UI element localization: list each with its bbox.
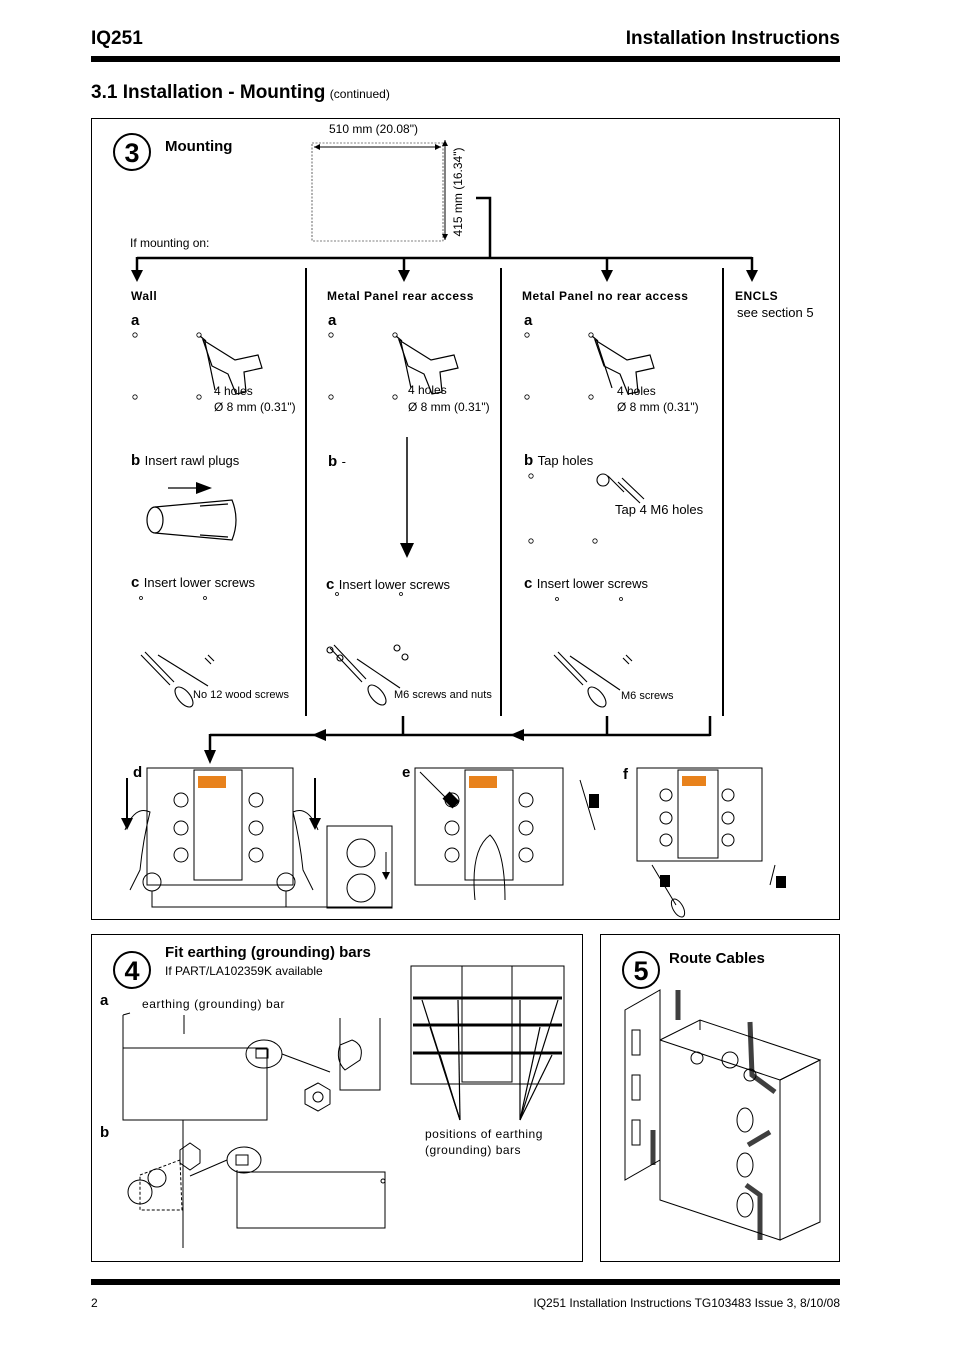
- wall-step-c-text: Insert lower screws: [143, 575, 256, 590]
- section-title: 3.1 Installation - Mounting: [91, 82, 326, 103]
- width-dimension: 510 mm (20.08"): [329, 122, 418, 136]
- step-5-title: Route Cables: [669, 950, 765, 967]
- header-rule: [91, 56, 840, 62]
- metal-no-rear-step-c-text: Insert lower screws: [536, 576, 649, 591]
- metal-no-rear-holes: 4 holes: [617, 384, 656, 398]
- wall-step-a: a: [131, 312, 140, 329]
- wall-step-b-text: Insert rawl plugs: [144, 453, 240, 468]
- earthing-positions-label: positions of earthing (grounding) bars: [425, 1127, 543, 1157]
- document-title: Installation Instructions: [625, 28, 840, 49]
- step-4-subtitle: If PART/LA102359K available: [165, 964, 323, 978]
- step-3-number: 3: [113, 133, 151, 171]
- wall-step-b-letter: b: [131, 452, 141, 469]
- column-metal-no-rear-title: Metal Panel no rear access: [522, 289, 689, 303]
- metal-rear-screws: M6 screws and nuts: [394, 689, 492, 701]
- wall-holes: 4 holes: [214, 384, 253, 398]
- section-note: (continued): [329, 87, 390, 101]
- step-d-label: d: [133, 764, 143, 781]
- column-wall-title: Wall: [131, 289, 158, 303]
- encls-title: ENCLS: [735, 289, 779, 303]
- page-number: 2: [91, 1296, 98, 1310]
- step-5-panel: [600, 934, 840, 1262]
- metal-rear-holes: 4 holes: [408, 383, 447, 397]
- metal-rear-step-b-letter: b: [328, 453, 338, 470]
- step-4-panel: [91, 934, 583, 1262]
- metal-rear-step-b: b -: [328, 453, 346, 471]
- metal-no-rear-step-b-text: Tap holes: [537, 453, 594, 468]
- step-4-b: b: [100, 1124, 110, 1141]
- section-heading: 3.1 Installation - Mounting (continued): [91, 82, 390, 104]
- metal-rear-step-c-letter: c: [326, 576, 335, 593]
- metal-rear-hole-diameter: Ø 8 mm (0.31"): [408, 400, 490, 414]
- metal-no-rear-step-a: a: [524, 312, 533, 329]
- column-metal-rear-title: Metal Panel rear access: [327, 289, 474, 303]
- tap-holes-label: Tap 4 M6 holes: [615, 502, 704, 517]
- metal-no-rear-step-c-letter: c: [524, 575, 533, 592]
- wall-screws: No 12 wood screws: [193, 689, 289, 701]
- step-e-label: e: [402, 764, 411, 781]
- metal-rear-step-b-text: -: [341, 454, 346, 469]
- encls-text: see section 5: [737, 305, 814, 320]
- metal-no-rear-hole-diameter: Ø 8 mm (0.31"): [617, 400, 699, 414]
- footer-rule: [91, 1279, 840, 1285]
- wall-step-b: b Insert rawl plugs: [131, 452, 239, 470]
- step-4-number: 4: [113, 951, 151, 989]
- metal-rear-step-c: c Insert lower screws: [326, 576, 450, 594]
- step-5-number: 5: [622, 951, 660, 989]
- earthing-bar-label: earthing (grounding) bar: [142, 997, 286, 1011]
- metal-no-rear-step-c: c Insert lower screws: [524, 575, 648, 593]
- step-4-a: a: [100, 992, 109, 1009]
- document-reference: IQ251 Installation Instructions TG103483…: [533, 1296, 840, 1310]
- wall-hole-diameter: Ø 8 mm (0.31"): [214, 400, 296, 414]
- step-3-panel: [91, 118, 840, 920]
- if-mounting-label: If mounting on:: [130, 236, 210, 250]
- metal-no-rear-screws: M6 screws: [621, 690, 674, 702]
- wall-step-c: c Insert lower screws: [131, 574, 255, 592]
- step-4-title: Fit earthing (grounding) bars: [165, 944, 371, 961]
- step-f-label: f: [623, 766, 628, 783]
- metal-no-rear-step-b: b Tap holes: [524, 452, 593, 470]
- metal-rear-step-c-text: Insert lower screws: [338, 577, 451, 592]
- metal-no-rear-step-b-letter: b: [524, 452, 534, 469]
- model-name: IQ251: [91, 28, 143, 49]
- metal-rear-step-a: a: [328, 312, 337, 329]
- wall-step-c-letter: c: [131, 574, 140, 591]
- step-3-title: Mounting: [165, 138, 233, 155]
